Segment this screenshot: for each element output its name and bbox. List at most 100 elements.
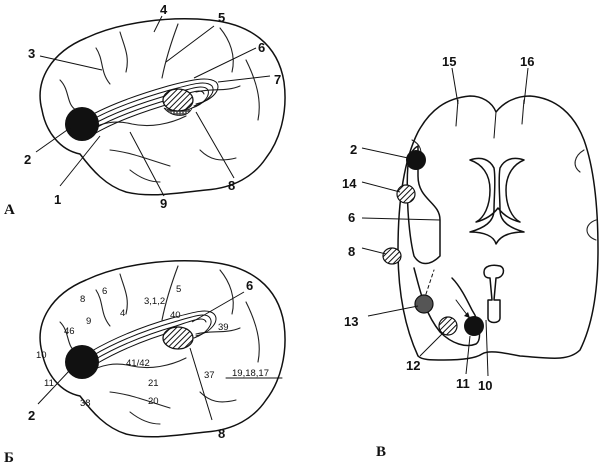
panel-c-label-11: 11 [456, 376, 470, 391]
panel-b-wernicke-area [162, 326, 194, 350]
panel-b-area-11: 11 [44, 378, 54, 389]
panel-a-label-8: 8 [228, 178, 235, 193]
panel-c-letter: В [376, 444, 386, 460]
panel-b-area-9: 9 [86, 316, 91, 327]
panel-c-third-ventricle [483, 264, 505, 324]
panel-b-area-20: 20 [148, 396, 159, 407]
panel-c-leader-2 [361, 147, 409, 159]
panel-c-leader-8 [361, 247, 387, 255]
panel-a-label-2: 2 [24, 152, 31, 167]
panel-b-gyrus-6 [199, 391, 237, 403]
panel-c-brain-section-outline [397, 95, 599, 361]
panel-c-label-16: 16 [520, 54, 534, 69]
panel-a-leader-9 [129, 131, 165, 197]
panel-b-gyrus-5 [109, 391, 171, 409]
panel-c-leader-13 [367, 305, 419, 317]
panel-c-leader-16 [523, 67, 529, 105]
panel-a-leader-5 [165, 25, 215, 63]
panel-c-area-14 [396, 184, 416, 204]
panel-b-area-46: 46 [64, 326, 75, 337]
panel-a-central-sulcus [161, 23, 179, 79]
panel-a-gyrus-4 [245, 59, 260, 121]
panel-c-leader-11 [465, 335, 471, 375]
panel-a-label-5: 5 [218, 10, 225, 25]
panel-a-leader-6 [193, 47, 257, 79]
panel-c-cortex-sulcus-2 [521, 99, 525, 125]
panel-a-leader-3 [39, 55, 103, 71]
panel-c-arrowhead [464, 312, 470, 318]
panel-a-gyrus-3 [219, 27, 234, 73]
panel-a-broca-area [65, 107, 99, 141]
panel-c-area-8 [382, 247, 402, 265]
panel-b-area-40: 40 [170, 310, 181, 321]
panel-b-central-sulcus [161, 265, 179, 321]
panel-b-area-6: 6 [102, 286, 107, 297]
panel-a-label-3: 3 [28, 46, 35, 61]
panel-b-area-10: 10 [36, 350, 47, 361]
panel-c-label-8: 8 [348, 244, 355, 259]
panel-c-leader-10 [485, 319, 489, 377]
panel-a-gyrus-9 [129, 169, 161, 183]
panel-c-cortex-sulcus-4 [574, 149, 585, 173]
panel-c-label-2: 2 [350, 142, 357, 157]
panel-b-area-4: 4 [120, 308, 125, 319]
panel-b-label-8: 8 [218, 426, 225, 441]
panel-b-area-5: 5 [176, 284, 181, 295]
panel-b-gyrus-9 [129, 411, 161, 425]
panel-b-lateral-sulcus [83, 357, 187, 375]
panel-c-label-15: 15 [442, 54, 456, 69]
panel-c-leader-6 [361, 217, 441, 221]
panel-c-label-13: 13 [344, 314, 358, 329]
panel-b-letter: Б [4, 450, 14, 466]
panel-b-area-19-18-17: 19,18,17 [232, 368, 269, 379]
panel-b-gyrus-4 [245, 301, 260, 363]
panel-a-leader-1 [59, 135, 101, 187]
panel-b-brain-outline [39, 260, 286, 438]
panel-c-area-2 [406, 150, 426, 170]
panel-b-gyrus-8 [195, 327, 241, 335]
panel-a-leader-4 [153, 15, 163, 33]
panel-a: 1 2 3 4 5 6 7 8 9 A [4, 2, 286, 218]
panel-c-cortex-sulcus-1 [455, 99, 459, 127]
panel-a-lateral-sulcus [83, 115, 187, 133]
panel-a-gyrus-6 [199, 149, 237, 161]
panel-a-leader-2 [35, 127, 71, 153]
panel-a-brain-outline [39, 18, 286, 196]
panel-b-area-38: 38 [80, 398, 91, 409]
panel-a-label-1: 1 [54, 192, 61, 207]
panel-a-leader-7 [217, 75, 271, 83]
panel-c-area-12 [438, 316, 458, 336]
panel-c-label-14: 14 [342, 176, 357, 191]
panel-c-leader-12 [419, 331, 445, 357]
panel-c-label-10: 10 [478, 378, 492, 393]
panel-b-area-39: 39 [218, 322, 229, 333]
panel-b-leader-6 [191, 291, 245, 323]
panel-b-area-3-1-2: 3,1,2 [144, 296, 165, 307]
panel-b-area-37: 37 [204, 370, 215, 381]
panel-c: 2 14 6 8 13 12 11 10 15 16 В [342, 54, 599, 460]
panel-b-area-8: 8 [80, 294, 85, 305]
panel-c-lateral-ventricles [469, 157, 525, 245]
panel-a-label-7: 7 [274, 72, 281, 87]
panel-c-midline-fissure [493, 111, 497, 139]
panel-b-broca-area [65, 345, 99, 379]
panel-a-gyrus-5 [109, 149, 171, 167]
panel-b: 8 6 4 3,1,2 5 46 9 40 39 10 41/42 11 21 … [4, 260, 286, 466]
panel-b-area-41-42: 41/42 [126, 358, 150, 369]
panel-a-leader-8 [195, 111, 235, 179]
panel-c-area-13 [414, 294, 434, 314]
panel-a-label-4: 4 [160, 2, 168, 17]
panel-b-gyrus-2 [119, 273, 128, 315]
panel-c-dashed-tract [425, 269, 435, 295]
panel-a-letter: A [4, 202, 15, 218]
panel-a-label-6: 6 [258, 40, 265, 55]
panel-c-leader-15 [451, 67, 459, 105]
panel-b-gyrus-1 [95, 289, 111, 327]
panel-b-leader-8 [189, 347, 213, 421]
panel-b-label-2: 2 [28, 408, 35, 423]
panel-a-auditory-cortex [163, 107, 193, 116]
panel-b-gyrus-3 [219, 269, 234, 315]
panel-c-leader-14 [361, 181, 401, 193]
